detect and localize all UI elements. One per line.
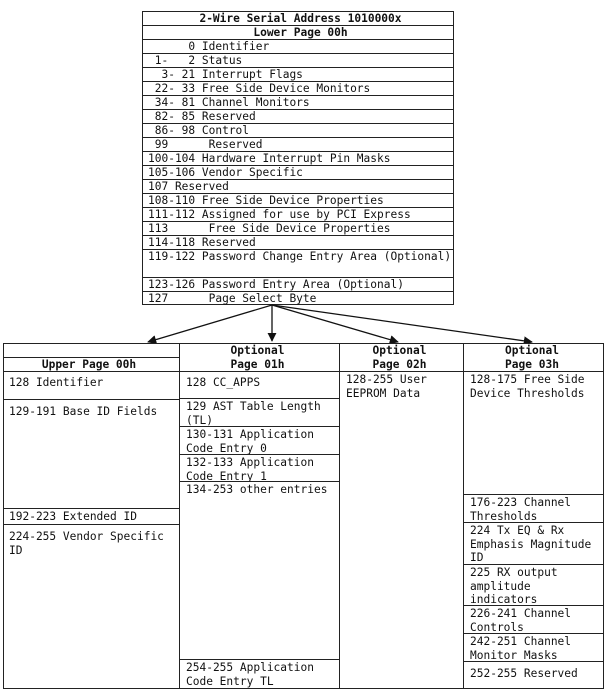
page-03h-cell: 176-223 Channel Thresholds [470, 496, 578, 522]
lower-row: 0 Identifier [143, 40, 453, 54]
upper-pages-table [3, 343, 604, 689]
cell-divider [464, 605, 604, 606]
page-02h-header-optional: Optional [372, 344, 427, 357]
cell-divider [464, 494, 604, 495]
lower-row: 3- 21 Interrupt Flags [143, 68, 453, 82]
upper-00h-cell: 192-223 Extended ID [9, 510, 137, 523]
cell-divider [3, 508, 179, 509]
page-03h-cell: 226-241 Channel Controls [470, 607, 578, 633]
page-03h-header-optional: Optional [505, 344, 559, 357]
lower-table-subtitle: Lower Page 00h [143, 26, 453, 40]
page-03h-cell: 224 Tx EQ & Rx Emphasis Magnitude ID [470, 524, 598, 564]
cell-divider [464, 564, 604, 565]
page-03h-cell: 242-251 Channel Monitor Masks [470, 635, 578, 661]
column-divider [179, 343, 180, 689]
lower-row: 105-106 Vendor Specific [143, 166, 453, 180]
header-divider [3, 371, 604, 372]
arrow-to-upper-page-00h [147, 304, 273, 345]
page-01h-cell: 129 AST Table Length (TL) [186, 400, 328, 427]
cell-divider [180, 659, 339, 660]
lower-row: 86- 98 Control [143, 124, 453, 138]
arrow-to-page-03h [271, 304, 533, 346]
lower-row: 99 Reserved [143, 138, 453, 152]
arrow-to-page-02h [271, 304, 399, 345]
cell-divider [180, 398, 339, 399]
lower-page-table: 2-Wire Serial Address 1010000x Lower Pag… [142, 11, 454, 305]
lower-row: 113 Free Side Device Properties [143, 222, 453, 236]
lower-row: 34- 81 Channel Monitors [143, 96, 453, 110]
cell-divider [464, 522, 604, 523]
cell-divider [3, 399, 179, 400]
page-01h-cell: 134-253 other entries [186, 483, 328, 496]
lower-row: 119-122 Password Change Entry Area (Opti… [143, 250, 453, 278]
upper-00h-cell: 224-255 Vendor Specific ID [9, 530, 171, 557]
page-01h-header: Page 01h [230, 358, 285, 371]
lower-row: 111-112 Assigned for use by PCI Express [143, 208, 453, 222]
page-02h-header: Page 02h [372, 358, 427, 371]
page-01h-cell: 130-131 Application Code Entry 0 [186, 428, 321, 454]
upper-00h-cell: 128 Identifier [9, 376, 104, 389]
page-03h-cell: 252-255 Reserved [470, 667, 578, 680]
page-03h-cell: 128-175 Free Side Device Thresholds [470, 373, 592, 400]
page-02h-cell: 128-255 User EEPROM Data [346, 373, 434, 400]
page-03h-header: Page 03h [505, 358, 559, 371]
lower-table-title: 2-Wire Serial Address 1010000x [143, 12, 453, 26]
lower-row: 123-126 Password Entry Area (Optional) [143, 278, 453, 292]
header-divider-top [3, 357, 179, 358]
cell-divider [180, 454, 339, 455]
column-divider [463, 343, 464, 689]
lower-row: 107 Reserved [143, 180, 453, 194]
lower-row: 100-104 Hardware Interrupt Pin Masks [143, 152, 453, 166]
lower-row: 82- 85 Reserved [143, 110, 453, 124]
upper-00h-cell: 129-191 Base ID Fields [9, 405, 158, 418]
lower-row: 22- 33 Free Side Device Monitors [143, 82, 453, 96]
lower-row: 127 Page Select Byte [148, 292, 317, 305]
page-01h-cell: 132-133 Application Code Entry 1 [186, 456, 321, 482]
cell-divider [3, 524, 179, 525]
lower-row: 108-110 Free Side Device Properties [143, 194, 453, 208]
lower-row: 1- 2 Status [143, 54, 453, 68]
page-01h-cell: 128 CC_APPS [186, 376, 261, 389]
page-03h-cell: 225 RX output amplitude indicators [470, 566, 565, 606]
column-divider [339, 343, 340, 689]
upper-page-00h-header: Upper Page 00h [41, 358, 137, 371]
page-01h-cell: 254-255 Application Code Entry TL [186, 661, 321, 688]
lower-row: 114-118 Reserved [143, 236, 453, 250]
cell-divider [464, 633, 604, 634]
cell-divider [464, 661, 604, 662]
cell-divider [180, 426, 339, 427]
page-01h-header-optional: Optional [230, 344, 285, 357]
cell-divider [180, 481, 339, 482]
